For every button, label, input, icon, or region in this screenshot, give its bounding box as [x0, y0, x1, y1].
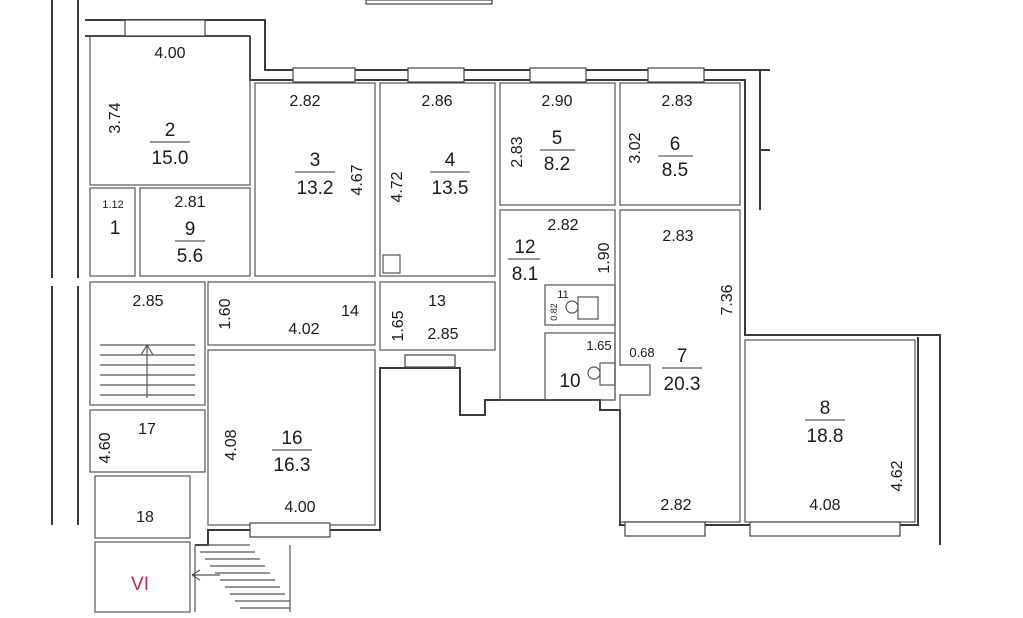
room-11-width: 0.82	[549, 303, 559, 321]
room-9: 2.81 9 5.6	[174, 194, 205, 267]
room-10-number: 10	[559, 371, 580, 392]
toilet-icon	[565, 300, 579, 314]
room-12-number: 12	[514, 237, 535, 258]
room-3-area: 13.2	[297, 178, 334, 199]
room-13-width: 2.85	[427, 326, 458, 343]
room-5-width: 2.90	[541, 93, 572, 110]
room-6-length: 3.02	[627, 132, 644, 163]
room-16-area: 16.3	[274, 455, 311, 476]
room-8-length: 4.62	[889, 460, 906, 491]
room-16-number: 16	[281, 428, 302, 449]
room-12-area: 8.1	[512, 264, 538, 285]
stairs	[100, 343, 291, 612]
section-label: VI	[131, 574, 149, 595]
room-7-bottom-width: 2.82	[660, 497, 691, 514]
room-1: 1.12 1	[102, 199, 123, 239]
room-13-number: 13	[428, 293, 446, 310]
toilet-icon	[587, 366, 601, 380]
room-6-width: 2.83	[661, 93, 692, 110]
room-17: 17 4.60	[97, 421, 156, 464]
room-12-width: 2.82	[547, 217, 578, 234]
room-1-width: 1.12	[102, 199, 123, 211]
room-6-area: 8.5	[662, 160, 688, 181]
room-16: 4.08 16 16.3 4.00	[223, 428, 316, 516]
room-2-length: 3.74	[107, 102, 124, 133]
room-16-width: 4.00	[284, 499, 315, 516]
room-7-area: 20.3	[664, 374, 701, 395]
room-4-area: 13.5	[432, 178, 469, 199]
room-5-area: 8.2	[544, 154, 570, 175]
room-14: 1.60 4.02 14	[217, 298, 359, 338]
room-5-number: 5	[552, 128, 563, 149]
room-8: 8 18.8 4.08 4.62	[805, 398, 906, 514]
room-9-number: 9	[185, 219, 196, 240]
room-10-width: 1.65	[586, 338, 611, 353]
room-7: 2.83 7.36 0.68 7 20.3 2.82	[629, 228, 736, 514]
room-8-area: 18.8	[807, 426, 844, 447]
room-2-width: 4.00	[154, 45, 185, 62]
room-17-number: 17	[138, 421, 156, 438]
room-18: 18	[136, 509, 154, 526]
room-4-number: 4	[445, 150, 456, 171]
room-4-width: 2.86	[421, 93, 452, 110]
room-6-number: 6	[670, 134, 681, 155]
room-17-length: 4.60	[97, 432, 114, 463]
room-5: 2.90 2.83 5 8.2	[509, 93, 575, 175]
room-9-area: 5.6	[177, 246, 203, 267]
room-6: 2.83 3.02 6 8.5	[627, 93, 693, 181]
room-7-length: 7.36	[719, 284, 736, 315]
room-14-length: 1.60	[217, 298, 234, 329]
room-11-number: 11	[557, 289, 568, 301]
room-18-number: 18	[136, 509, 154, 526]
fixtures	[382, 254, 616, 386]
room-8-number: 8	[820, 398, 831, 419]
windows	[124, 0, 901, 538]
stairwell-width: 2.85	[132, 293, 163, 310]
room-3-number: 3	[310, 150, 321, 171]
radiator-icon	[382, 254, 401, 274]
room-5-length: 2.83	[509, 136, 526, 167]
room-9-width: 2.81	[174, 194, 205, 211]
room-3-length: 4.67	[349, 164, 366, 195]
room-8-width: 4.08	[809, 497, 840, 514]
room-13-length: 1.65	[390, 310, 407, 341]
room-14-width: 4.02	[288, 321, 319, 338]
room-14-number: 14	[341, 303, 359, 320]
room-2-number: 2	[165, 120, 176, 141]
walls	[51, 0, 941, 613]
stairwell: 2.85	[132, 293, 163, 310]
room-11: 11 0.82	[549, 289, 569, 321]
room-3-width: 2.82	[289, 93, 320, 110]
room-7-number: 7	[677, 346, 688, 367]
room-1-number: 1	[110, 218, 121, 239]
room-3: 2.82 4.67 3 13.2	[289, 93, 366, 199]
room-4-length: 4.72	[389, 171, 406, 202]
room-16-length: 4.08	[223, 429, 240, 460]
room-7-notch: 0.68	[629, 345, 654, 360]
room-10: 1.65 10	[559, 338, 611, 392]
room-7-width: 2.83	[662, 228, 693, 245]
room-4: 2.86 4.72 4 13.5	[389, 93, 470, 203]
room-2: 4.00 3.74 2 15.0	[107, 45, 190, 169]
room-12-length: 1.90	[596, 242, 613, 273]
room-13: 1.65 13 2.85	[390, 293, 459, 343]
room-12: 2.82 1.90 12 8.1	[508, 217, 613, 285]
room-2-area: 15.0	[152, 148, 189, 169]
